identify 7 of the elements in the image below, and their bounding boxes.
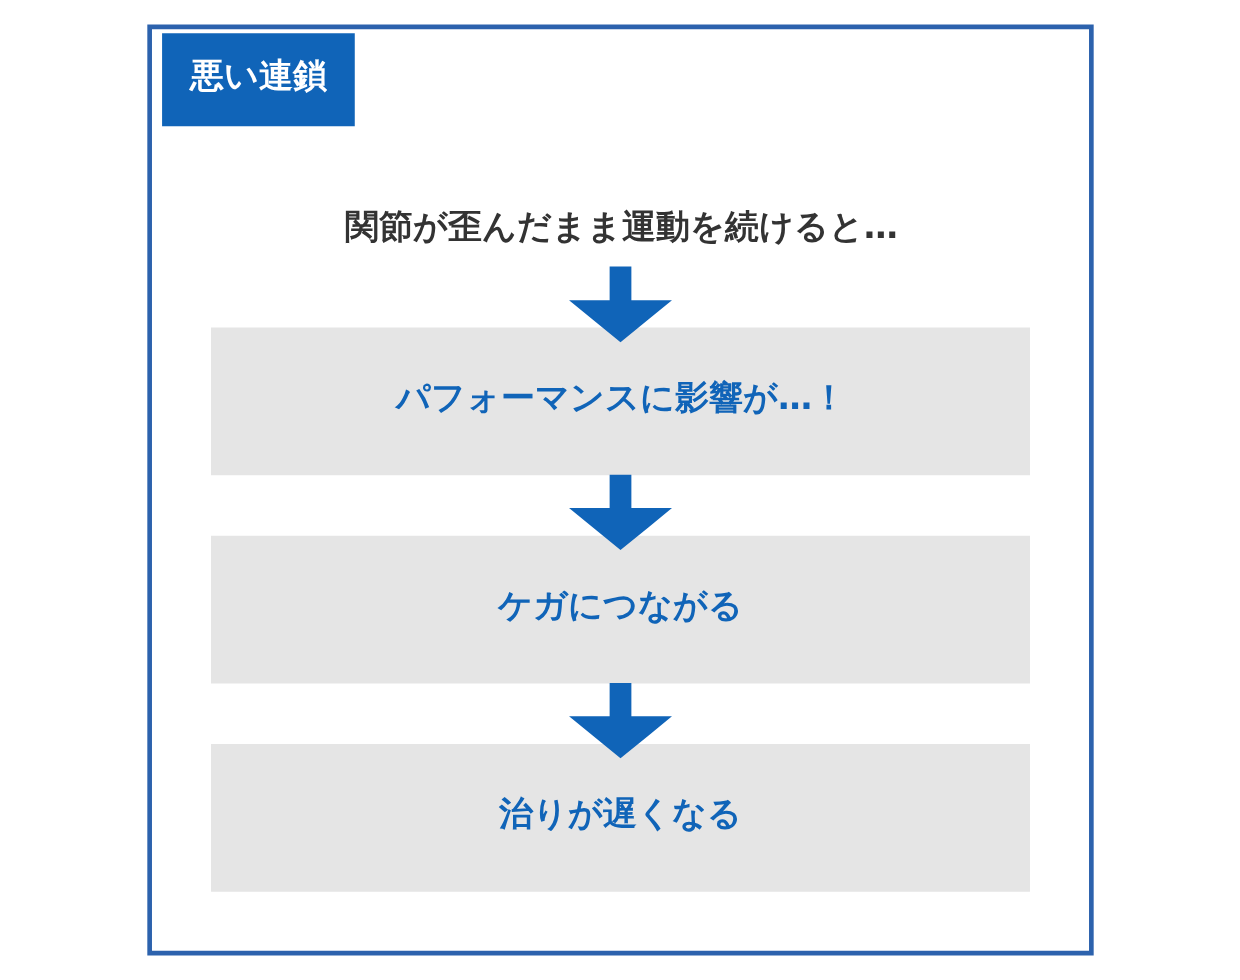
- node-box: 治りが遅くなる: [210, 744, 1030, 892]
- arrow: [568, 266, 672, 343]
- arrow: [568, 682, 672, 759]
- node-box: ケガにつながる: [210, 535, 1030, 684]
- arrow: [568, 474, 672, 551]
- node-box: パフォーマンスに影響が…！: [210, 327, 1030, 476]
- node-text: 関節が歪んだまま運動を続けると…: [344, 205, 898, 246]
